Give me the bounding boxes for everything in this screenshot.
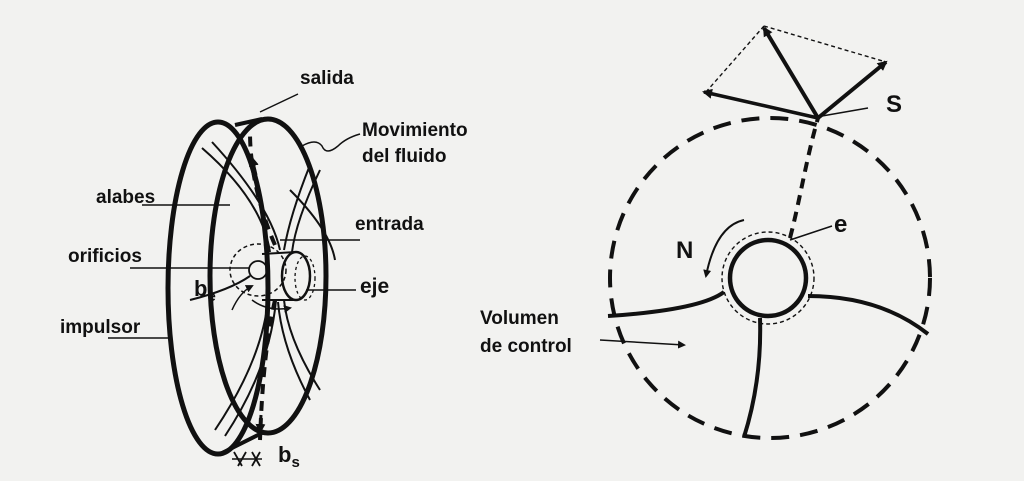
rim-bottom-edge [219, 431, 263, 456]
impeller-eye-dashed [229, 243, 287, 297]
flow-path-e-to-S [788, 117, 820, 239]
label-volumen-line2: de control [480, 336, 572, 357]
control-volume-blades [607, 290, 930, 438]
impeller-outer-rim [165, 119, 271, 457]
impeller-inner-rim [207, 116, 329, 436]
label-eje: eje [360, 275, 389, 298]
label-entrada: entrada [355, 214, 424, 235]
leader-e [789, 225, 833, 241]
impeller-diagram [108, 93, 361, 467]
label-bs: bs [278, 442, 300, 471]
velocity-triangle-dashed [704, 25, 887, 119]
rim-top-edge [234, 117, 263, 127]
label-N: N [676, 237, 693, 264]
velocity-vector-w [762, 26, 820, 120]
velocity-vector-u [816, 60, 888, 120]
leader-salida [259, 93, 299, 113]
shaft-eje [280, 250, 312, 302]
label-movimiento-line1: Movimiento [362, 120, 468, 141]
shaft-eje-dashed [294, 255, 316, 301]
label-alabes: alabes [96, 187, 155, 208]
fluid-path-upper-arrow [248, 156, 259, 176]
hub-dashed [721, 231, 815, 325]
leader-movimiento [301, 133, 361, 152]
label-e: e [834, 211, 847, 238]
orifice-circle [248, 260, 268, 280]
control-volume-boundary [608, 116, 932, 440]
fluid-path-lower-arrow [255, 414, 266, 434]
leader-S [821, 107, 869, 117]
rotation-arrow-N [703, 219, 745, 278]
control-volume-diagram [599, 25, 932, 440]
label-impulsor: impulsor [60, 317, 141, 338]
label-movimiento-line2: del fluido [362, 146, 446, 167]
fluid-path-upper [248, 131, 277, 246]
label-orificios: orificios [68, 246, 142, 267]
label-S: S [886, 91, 902, 118]
label-salida: salida [300, 68, 354, 89]
label-volumen-line1: Volumen [480, 308, 559, 329]
impeller-blades [189, 141, 336, 437]
leader-volumen [599, 339, 686, 349]
hub-inner [727, 237, 809, 319]
label-be: be [194, 276, 216, 305]
velocity-vector-v [702, 88, 819, 120]
